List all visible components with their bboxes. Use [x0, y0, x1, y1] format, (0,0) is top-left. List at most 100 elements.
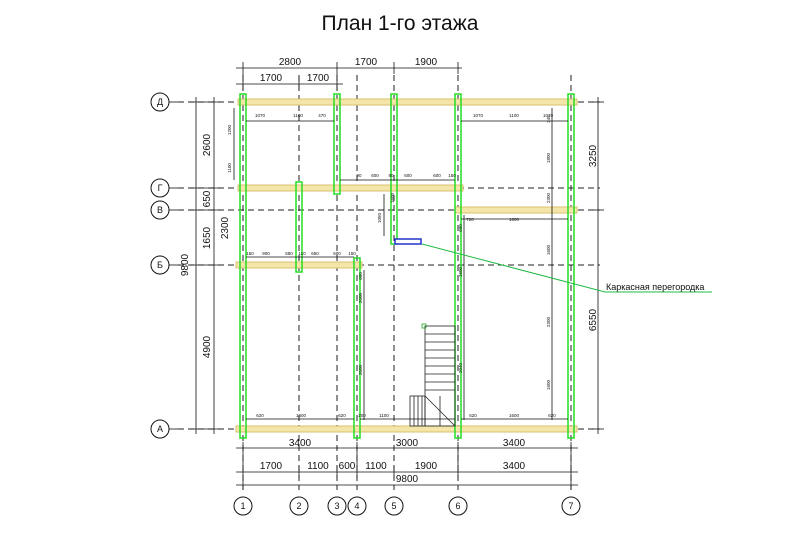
beam-d: [237, 98, 578, 106]
axis-label-6: 6: [455, 501, 460, 511]
small-dim: 1100: [379, 413, 389, 418]
small-dim: 1600: [296, 413, 307, 418]
dim-left-1650: 1650: [202, 226, 213, 249]
dim-top2-1700a: 1700: [260, 73, 283, 84]
wall-col-4-partial: [353, 257, 361, 439]
small-dim: 620: [469, 413, 477, 418]
beam-g: [237, 184, 464, 192]
stair-landing: [409, 395, 426, 427]
wall-col-5-partial: [390, 93, 398, 245]
axis-label-d: Д: [157, 97, 163, 107]
dim-left-2300: 2300: [220, 216, 231, 239]
grid-axis-markers: [150, 92, 581, 516]
stair-top-marker: [421, 323, 427, 329]
wall-col-6: [454, 93, 462, 439]
axis-marker-7: [561, 496, 581, 516]
small-dim: 600: [404, 173, 412, 178]
beam-v: [454, 206, 578, 214]
dim-bot-3400b: 3400: [503, 438, 526, 449]
small-dim: 470: [318, 113, 326, 118]
dim-left-650: 650: [202, 190, 213, 207]
wall-col-7: [567, 93, 575, 439]
beam-a: [235, 425, 578, 433]
small-dim: 200: [358, 413, 366, 418]
beam-b: [235, 261, 363, 269]
grid-axis-leaders: [169, 101, 178, 430]
axis-marker-6: [448, 496, 468, 516]
dim-right-3250: 3250: [588, 144, 599, 167]
small-dim: 150: [348, 251, 356, 256]
axis-label-v: В: [157, 205, 163, 215]
small-dim: 580: [285, 251, 293, 256]
wall-col-2-partial: [295, 181, 303, 273]
small-dim: 150: [246, 251, 254, 256]
wall-col-1: [239, 93, 247, 439]
axis-marker-1: [233, 496, 253, 516]
dimension-lines: [190, 62, 604, 490]
dim-top2-1700b: 1700: [307, 73, 330, 84]
small-dim: 1070: [255, 113, 266, 118]
small-dim-vertical: 1050: [377, 212, 382, 223]
small-dim: 1070: [543, 113, 554, 118]
walls-horizontal: [235, 98, 578, 433]
axis-label-1: 1: [240, 501, 245, 511]
dim-bot2-3400: 3400: [503, 461, 526, 472]
axis-marker-2: [289, 496, 309, 516]
axis-label-4: 4: [354, 501, 359, 511]
walls-vertical: [239, 93, 575, 439]
small-dim-vertical: 245: [546, 115, 551, 123]
axis-label-b: Б: [157, 260, 163, 270]
small-dim-vertical: 3500: [358, 364, 363, 375]
small-dim: 900: [262, 251, 270, 256]
small-dim-vertical: 2300: [546, 316, 551, 327]
wall-col-3-partial: [333, 93, 341, 195]
small-dim: 720: [466, 217, 474, 222]
axis-label-3: 3: [334, 501, 339, 511]
window-partition: [394, 238, 422, 245]
small-dim-vertical: 2040: [458, 362, 463, 373]
axis-marker-4: [347, 496, 367, 516]
grid-axis-labels: Д Г В Б А 1 2 3 4 5 6 7: [157, 97, 574, 511]
axis-marker-5: [384, 496, 404, 516]
staircase: [409, 323, 456, 427]
dim-bot2-1100b: 1100: [365, 461, 387, 472]
dim-bot2-1700: 1700: [260, 461, 283, 472]
dim-top-1700: 1700: [355, 57, 378, 68]
annotation-callout: Каркасная перегородка: [421, 243, 712, 293]
small-dim: 1600: [509, 217, 520, 222]
axis-label-5: 5: [391, 501, 396, 511]
small-dim-vertical: 1600: [546, 244, 551, 255]
small-dim-vertical: 1600: [390, 192, 395, 203]
small-dim: 1070: [473, 113, 484, 118]
axis-label-a: А: [157, 424, 163, 434]
dim-top-1900: 1900: [415, 57, 438, 68]
axis-marker-3: [327, 496, 347, 516]
small-dim: 600: [371, 173, 379, 178]
small-dim-vertical: 2000: [358, 292, 363, 303]
plan-title: План 1-го этажа: [321, 12, 479, 35]
axis-label-7: 7: [568, 501, 573, 511]
small-dim-vertical: 600: [458, 224, 463, 232]
small-dim: 600: [433, 173, 441, 178]
small-dim: 620: [548, 413, 556, 418]
dim-bot2-600: 600: [339, 461, 356, 472]
dim-bot2-1100a: 1100: [307, 461, 329, 472]
dim-bot2-1900: 1900: [415, 461, 438, 472]
dim-left-4900: 4900: [202, 335, 213, 358]
small-dim-vertical: 600: [358, 272, 363, 280]
small-dim-vertical: 1100: [227, 163, 232, 173]
small-dim: 1100: [509, 113, 519, 118]
small-dim: 620: [338, 413, 346, 418]
annotation-label: Каркасная перегородка: [606, 282, 704, 292]
small-dim-vertical: 1600: [458, 266, 463, 277]
small-dim: 650: [311, 251, 319, 256]
dimension-labels: 2800 1700 1900 1700 1700 3400 3000 3400 …: [180, 57, 599, 485]
small-dim: 150: [448, 173, 456, 178]
dim-right-6550: 6550: [588, 308, 599, 331]
small-dim: 620: [256, 413, 264, 418]
dim-left-2600: 2600: [202, 133, 213, 156]
small-dim: 1600: [509, 413, 520, 418]
annotation-leader-line: [421, 243, 712, 293]
small-dim-vertical: 1600: [546, 379, 551, 390]
dim-bot-3000: 3000: [396, 438, 419, 449]
